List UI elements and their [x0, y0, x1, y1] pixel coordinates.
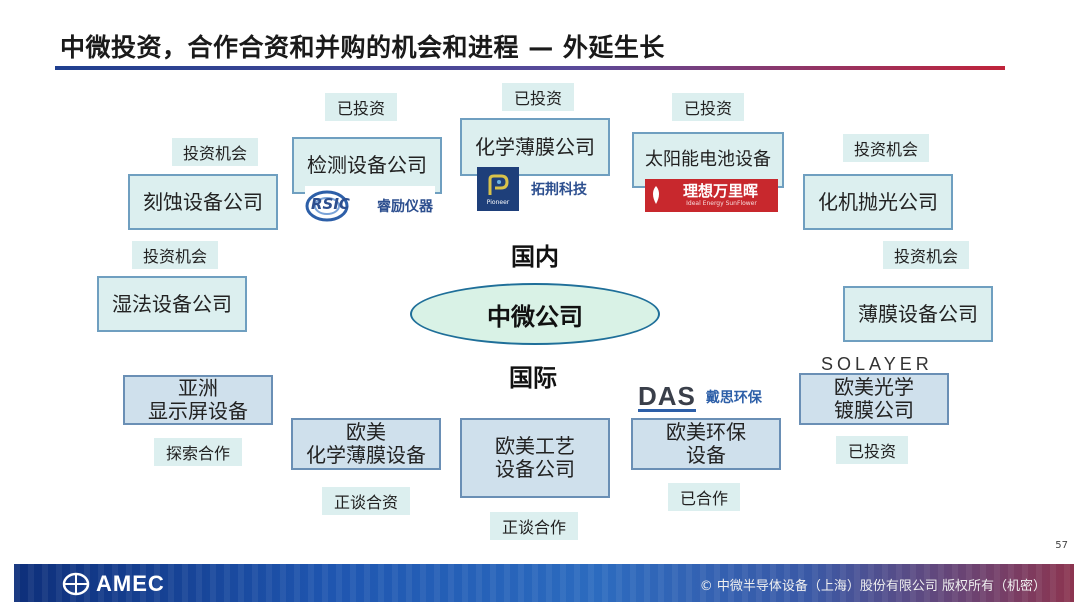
pioneer-emblem-icon: Pioneer — [477, 167, 519, 211]
das-mark: DAS — [638, 380, 696, 412]
region-international: 国际 — [509, 364, 557, 392]
box-etch-company: 刻蚀设备公司 — [128, 174, 278, 230]
page-number: 57 — [1055, 540, 1068, 551]
ideal-energy-name: 理想万里晖 — [682, 182, 758, 200]
tag-eu-optical: 已投资 — [836, 436, 908, 464]
title-underline — [55, 66, 1005, 70]
box-cmp-company: 化机抛光公司 — [803, 174, 953, 230]
ideal-energy-sub: Ideal Energy SunFlower — [686, 200, 757, 207]
footer-bar: AMEC © 中微半导体设备（上海）股份有限公司 版权所有（机密） — [14, 564, 1074, 602]
tag-solar: 已投资 — [672, 93, 744, 121]
pioneer-mark: Pioneer — [486, 198, 510, 206]
box-eu-environmental: 欧美环保 设备 — [631, 418, 781, 470]
rsic-swirl-icon — [305, 190, 349, 222]
logo-rsic: RSIC 睿励仪器 — [305, 186, 435, 226]
footer-pattern — [14, 564, 1074, 602]
box-eu-optical: 欧美光学 镀膜公司 — [799, 373, 949, 425]
tag-etch: 投资机会 — [172, 138, 258, 166]
pioneer-name: 拓荆科技 — [531, 182, 587, 198]
center-company-oval: 中微公司 — [410, 283, 660, 345]
page-title: 中微投资，合作合资和并购的机会和进程 — 外延生长 — [60, 33, 665, 62]
logo-ideal-energy: 理想万里晖 Ideal Energy SunFlower — [645, 179, 778, 212]
box-inspection-company: 检测设备公司 — [292, 137, 442, 194]
solayer-name: SOLAYER — [821, 353, 933, 374]
tag-eu-cvd: 正谈合资 — [322, 487, 410, 515]
tag-asia-display: 探索合作 — [154, 438, 242, 466]
tag-inspection: 已投资 — [325, 93, 397, 121]
logo-pioneer: Pioneer 拓荆科技 — [477, 166, 607, 212]
footer-logo: AMEC — [62, 571, 165, 597]
logo-das: DAS 戴思环保 — [638, 382, 762, 412]
box-solar-equipment: 太阳能电池设备 — [632, 132, 784, 188]
tag-cmp: 投资机会 — [843, 134, 929, 162]
tag-eu-process: 正谈合作 — [490, 512, 578, 540]
tag-eu-environmental: 已合作 — [668, 483, 740, 511]
amec-globe-icon — [62, 572, 90, 596]
box-asia-display: 亚洲 显示屏设备 — [123, 375, 273, 425]
tag-thin-film: 投资机会 — [883, 241, 969, 269]
footer-copyright: © 中微半导体设备（上海）股份有限公司 版权所有（机密） — [699, 579, 1046, 594]
rsic-name: 睿励仪器 — [377, 199, 433, 215]
region-domestic: 国内 — [511, 243, 559, 271]
box-thin-film-company: 薄膜设备公司 — [843, 286, 993, 342]
box-eu-process: 欧美工艺 设备公司 — [460, 418, 610, 498]
rsic-mark: RSIC — [311, 195, 350, 213]
tag-film: 已投资 — [502, 83, 574, 111]
tag-wet: 投资机会 — [132, 241, 218, 269]
box-wet-company: 湿法设备公司 — [97, 276, 247, 332]
das-name: 戴思环保 — [705, 390, 762, 406]
box-film-company: 化学薄膜公司 — [460, 118, 610, 176]
footer-logo-text: AMEC — [96, 571, 165, 596]
flame-leaf-icon — [653, 186, 659, 204]
box-eu-cvd: 欧美 化学薄膜设备 — [291, 418, 441, 470]
logo-solayer: SOLAYER — [821, 353, 933, 375]
